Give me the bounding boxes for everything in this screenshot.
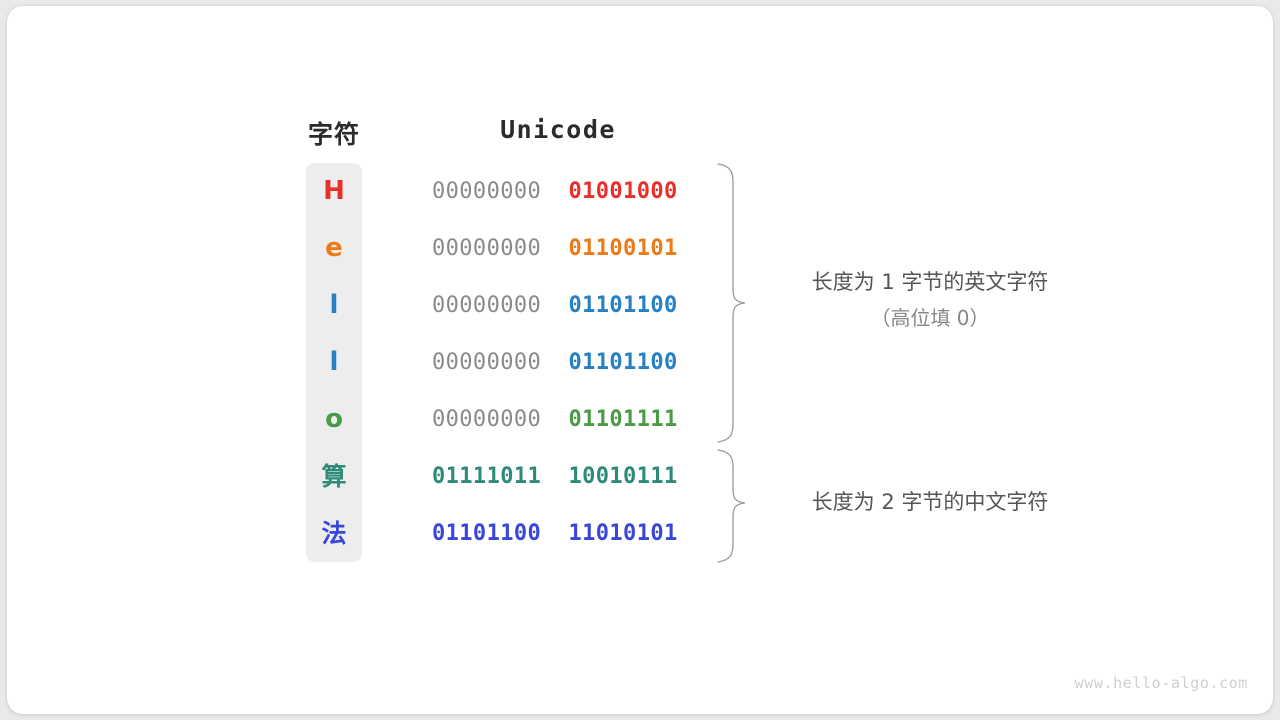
- annotation-english-line2: （高位填 0）: [870, 306, 990, 330]
- row-character: 算: [321, 462, 347, 491]
- row-unicode-bits: 00000000 01100101: [432, 220, 684, 277]
- figure-card: [7, 6, 1273, 714]
- row-unicode-bits: 00000000 01001000: [432, 163, 684, 220]
- row-high-byte: 00000000: [432, 407, 542, 432]
- row-high-byte: 00000000: [432, 350, 542, 375]
- row-low-byte: 01101100: [568, 350, 678, 375]
- column-header-unicode: Unicode: [500, 115, 616, 144]
- row-low-byte: 01101111: [568, 407, 678, 432]
- row-character: 法: [321, 519, 347, 548]
- annotation-english: 长度为 1 字节的英文字符 （高位填 0）: [770, 264, 1090, 336]
- watermark: www.hello-algo.com: [1074, 674, 1248, 692]
- row-character: H: [323, 176, 345, 206]
- row-character: l: [329, 347, 339, 377]
- annotation-chinese: 长度为 2 字节的中文字符: [770, 484, 1090, 520]
- row-character: e: [325, 233, 343, 263]
- row-character: o: [325, 404, 343, 434]
- row-low-byte: 11010101: [568, 521, 678, 546]
- row-low-byte: 01100101: [568, 236, 678, 261]
- row-low-byte: 10010111: [568, 464, 678, 489]
- row-high-byte: 00000000: [432, 179, 542, 204]
- row-character: l: [329, 290, 339, 320]
- row-unicode-bits: 00000000 01101111: [432, 391, 684, 448]
- row-unicode-bits: 00000000 01101100: [432, 277, 684, 334]
- row-high-byte: 00000000: [432, 293, 542, 318]
- row-high-byte: 01101100: [432, 521, 542, 546]
- character-column-panel: [306, 163, 362, 562]
- row-unicode-bits: 00000000 01101100: [432, 334, 684, 391]
- annotation-english-line1: 长度为 1 字节的英文字符: [811, 270, 1049, 294]
- row-unicode-bits: 01111011 10010111: [432, 448, 684, 505]
- row-unicode-bits: 01101100 11010101: [432, 505, 684, 562]
- annotation-chinese-line1: 长度为 2 字节的中文字符: [811, 490, 1049, 514]
- row-high-byte: 00000000: [432, 236, 542, 261]
- row-low-byte: 01101100: [568, 293, 678, 318]
- row-high-byte: 01111011: [432, 464, 542, 489]
- row-low-byte: 01001000: [568, 179, 678, 204]
- column-header-character: 字符: [307, 121, 360, 149]
